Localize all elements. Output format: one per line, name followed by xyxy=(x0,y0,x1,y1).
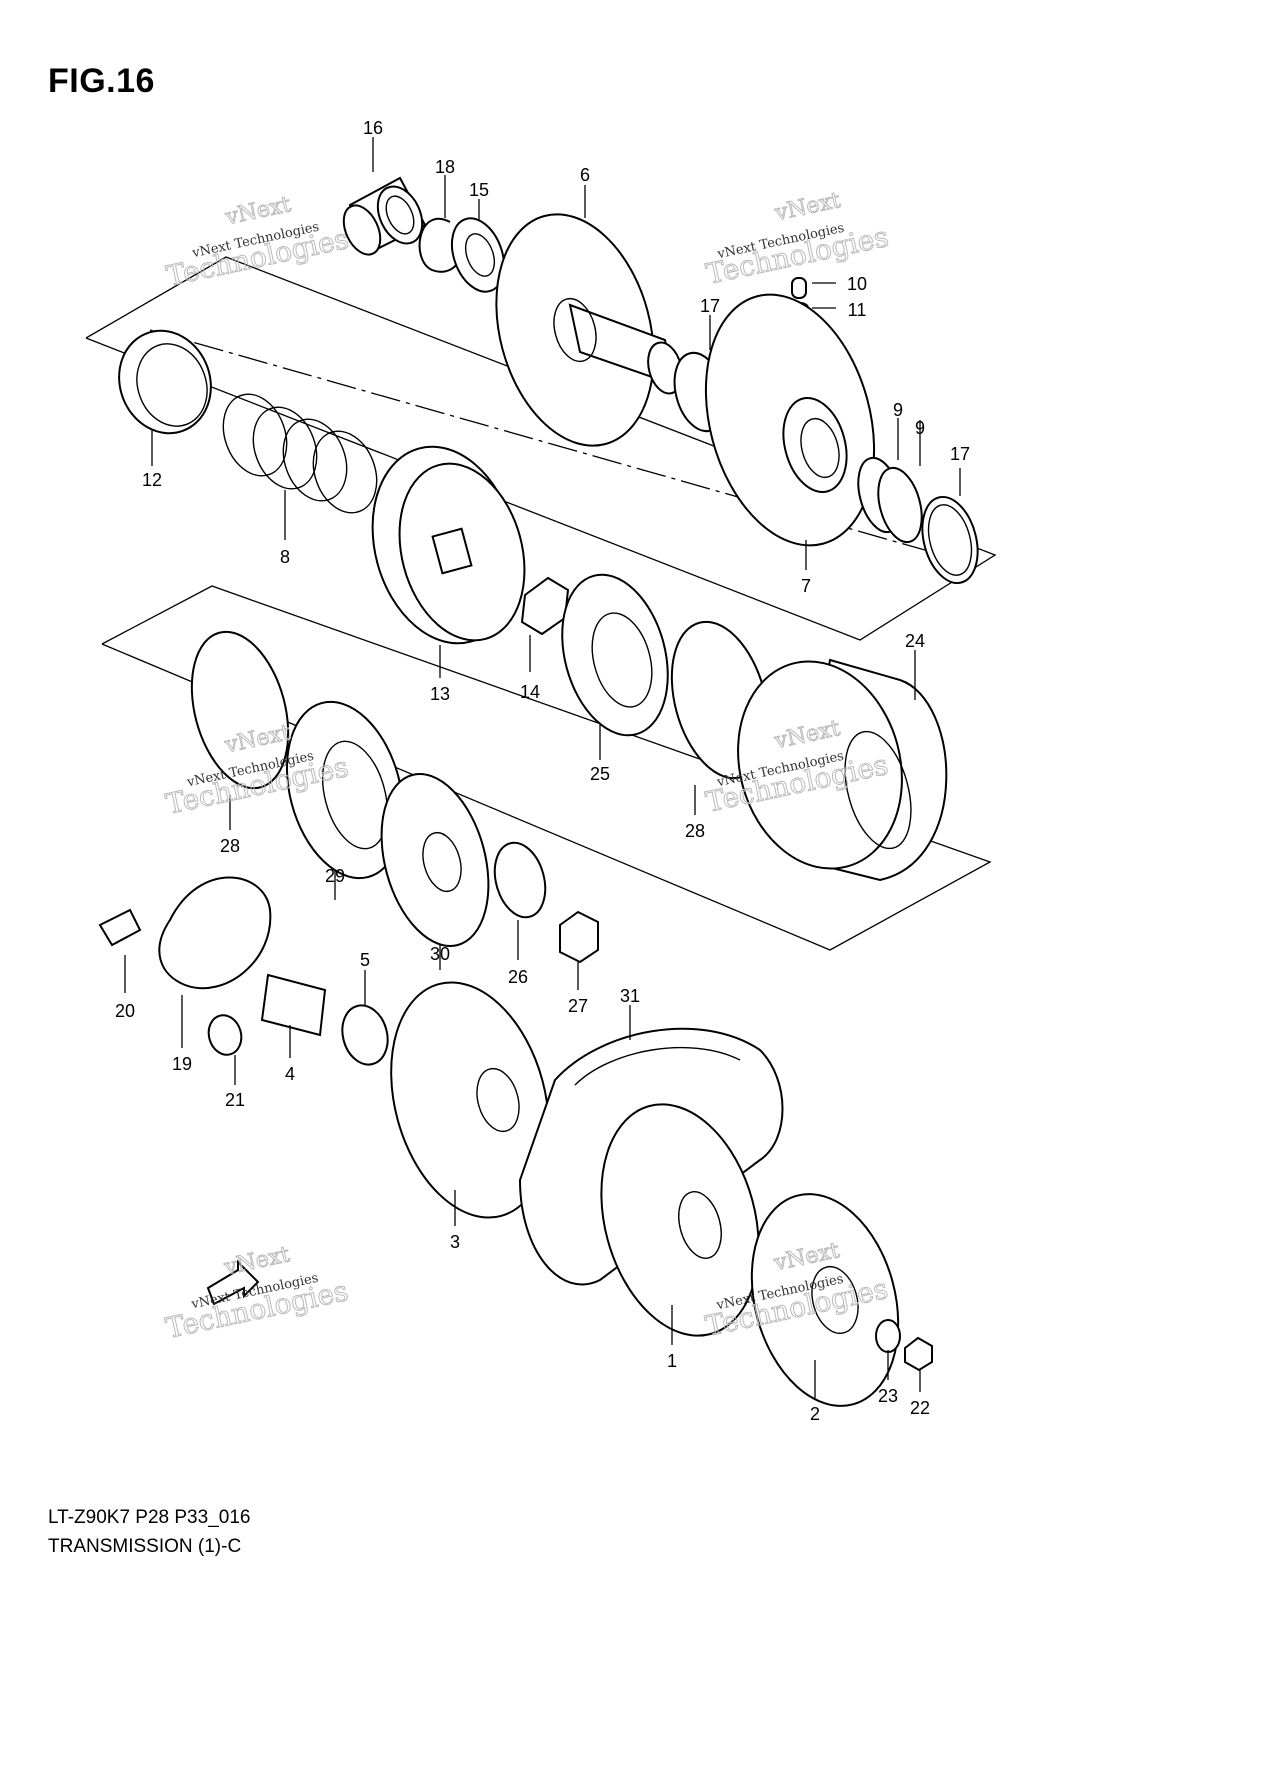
bearing-part xyxy=(493,841,547,919)
watermark: vNext Technologies vNext Technologies xyxy=(163,192,352,294)
clutch-shoe-assembly-part xyxy=(371,445,526,645)
callout-13: 13 xyxy=(430,684,450,704)
callout-4: 4 xyxy=(285,1064,295,1084)
nut-part xyxy=(904,1336,933,1372)
callout-28-right: 28 xyxy=(685,821,705,841)
bearing-part xyxy=(450,217,506,293)
ramp-plate-part xyxy=(158,876,272,990)
lower-assembly-outline xyxy=(101,585,992,951)
callout-3: 3 xyxy=(450,1232,460,1252)
clutch-housing-part xyxy=(737,658,948,882)
upper-assembly-outline xyxy=(85,256,997,641)
callout-24: 24 xyxy=(905,631,925,651)
needle-bearing-part xyxy=(342,176,427,256)
washer-part xyxy=(875,1319,901,1353)
pin-part xyxy=(791,277,807,299)
callout-19: 19 xyxy=(172,1054,192,1074)
forward-arrow-icon xyxy=(206,1259,260,1306)
callout-20: 20 xyxy=(115,1001,135,1021)
o-ring-part xyxy=(921,495,979,585)
movable-drive-face-part xyxy=(390,981,550,1219)
callout-26: 26 xyxy=(508,967,528,987)
callout-12: 12 xyxy=(142,470,162,490)
callout-11: 11 xyxy=(848,300,867,320)
driven-face-part xyxy=(495,213,683,447)
figure-title: FIG.16 xyxy=(48,62,155,100)
svg-text:vNext: vNext xyxy=(222,192,293,230)
callout-22: 22 xyxy=(910,1398,930,1418)
watermark: vNext Technologies vNext Technologies xyxy=(162,1242,351,1346)
callout-10: 10 xyxy=(847,274,867,294)
lock-nut-part xyxy=(520,576,570,636)
callout-27: 27 xyxy=(568,996,588,1016)
clutch-plate-part xyxy=(380,773,490,947)
oil-seal-part xyxy=(877,466,923,544)
callout-9-left: 9 xyxy=(893,400,903,420)
washer-part xyxy=(190,630,290,790)
svg-text:vNext: vNext xyxy=(221,1242,292,1280)
callout-23: 23 xyxy=(878,1386,898,1406)
callout-25: 25 xyxy=(590,764,610,784)
callout-5: 5 xyxy=(360,950,370,970)
collar-part xyxy=(559,910,599,964)
callout-29: 29 xyxy=(325,866,345,886)
bushing-part xyxy=(207,1014,243,1056)
clip-part xyxy=(98,908,142,947)
callout-21: 21 xyxy=(225,1090,245,1110)
callout-1: 1 xyxy=(667,1351,677,1371)
callout-17-upper: 17 xyxy=(700,296,720,316)
sleeve-part xyxy=(260,973,327,1037)
cooling-fan-part xyxy=(750,1193,900,1407)
compression-spring-part xyxy=(222,393,378,514)
clutch-housing-seat-part xyxy=(561,573,669,737)
bearing-part xyxy=(341,1004,389,1066)
svg-text:vNext: vNext xyxy=(772,188,843,226)
callout-9-right: 9 xyxy=(915,418,925,438)
movable-driven-face-part xyxy=(704,293,876,547)
callout-14: 14 xyxy=(520,682,540,702)
diagram-caption: TRANSMISSION (1)-C xyxy=(48,1536,242,1557)
callout-28-left: 28 xyxy=(220,836,240,856)
callout-8: 8 xyxy=(280,547,290,567)
callout-7: 7 xyxy=(801,576,811,596)
lock-plate-part xyxy=(285,700,405,880)
callout-6: 6 xyxy=(580,165,590,185)
callout-17-right: 17 xyxy=(950,444,970,464)
callout-30: 30 xyxy=(430,944,450,964)
callout-15: 15 xyxy=(469,180,489,200)
spring-seat-part xyxy=(118,329,212,435)
callout-31: 31 xyxy=(620,986,640,1006)
drive-face-part xyxy=(600,1103,760,1337)
diagram-code: LT-Z90K7 P28 P33_016 xyxy=(48,1507,251,1528)
callout-16: 16 xyxy=(363,118,383,138)
callout-18: 18 xyxy=(435,157,455,177)
callout-2: 2 xyxy=(810,1404,820,1424)
